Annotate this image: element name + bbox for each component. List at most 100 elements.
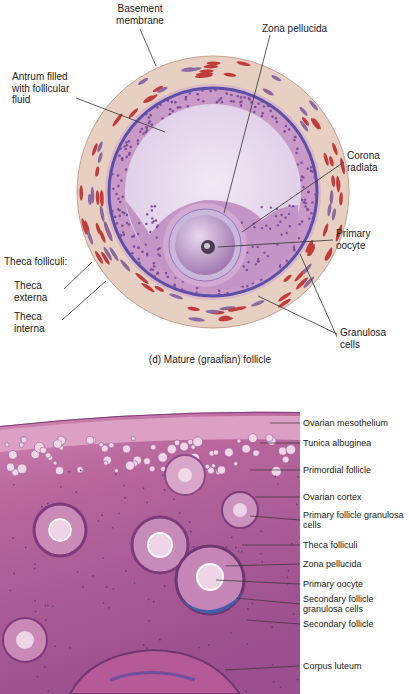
- granulosa-cell: [275, 117, 278, 120]
- theca-cell: [322, 223, 330, 237]
- stroma-cell: [13, 484, 15, 486]
- granulosa-cell: [165, 272, 168, 275]
- cumulus-cell: [151, 209, 153, 211]
- theca-cell: [331, 175, 336, 187]
- granulosa-cell: [118, 154, 121, 157]
- stroma-cell: [164, 489, 166, 491]
- granulosa-cell: [145, 126, 148, 129]
- stroma-cell: [47, 690, 49, 692]
- part-label: Secondary follicle granulosa cells: [303, 594, 407, 615]
- granulosa-cell: [117, 174, 120, 177]
- granulosa-cell: [254, 106, 257, 109]
- theca-cell: [205, 310, 219, 314]
- granulosa-cell: [125, 156, 128, 159]
- granulosa-cell: [300, 162, 303, 165]
- stroma-cell: [98, 520, 100, 522]
- primordial-follicle: [122, 445, 130, 453]
- granulosa-cell: [298, 237, 301, 240]
- cumulus-cell: [145, 223, 147, 225]
- cumulus-cell: [267, 255, 269, 257]
- theca-cell: [102, 246, 113, 261]
- stroma-cell: [77, 571, 79, 573]
- granulosa-cell: [156, 106, 159, 109]
- theca-cell: [331, 208, 337, 221]
- granulosa-cell: [112, 188, 115, 191]
- theca-cell: [184, 66, 202, 72]
- part-label: Primary follicle granulosa cells: [303, 510, 407, 531]
- primordial-follicle: [167, 445, 176, 454]
- cumulus-cell: [155, 219, 157, 221]
- granulosa-cell: [285, 125, 288, 128]
- stroma-cell: [12, 537, 14, 539]
- stroma-cell: [47, 503, 49, 505]
- theca-cell: [94, 250, 104, 264]
- theca-cell: [308, 99, 319, 111]
- primordial-follicle: [103, 456, 111, 464]
- theca-cell: [236, 60, 251, 67]
- theca-cell: [323, 152, 330, 166]
- cumulus-cell: [151, 217, 153, 219]
- granulosa-cell: [131, 252, 134, 255]
- granulosa-cell: [138, 262, 141, 265]
- theca-cell: [283, 274, 293, 283]
- stroma-cell: [41, 506, 43, 508]
- granulosa-cell: [267, 104, 270, 107]
- cumulus-cell: [292, 205, 294, 207]
- stroma-cell: [37, 676, 39, 678]
- theca-cell: [140, 282, 155, 294]
- granulosa-cell: [218, 99, 221, 102]
- stroma-cell: [164, 585, 166, 587]
- stroma-cell: [75, 491, 77, 493]
- stroma-cell: [260, 553, 262, 555]
- stroma-cell: [143, 644, 145, 646]
- primordial-follicle: [17, 464, 27, 474]
- primordial-follicle: [158, 453, 168, 463]
- cumulus-cell: [277, 224, 279, 226]
- theca-cell: [336, 176, 341, 193]
- primordial-follicle: [253, 450, 259, 456]
- part-label: Basement membrane: [100, 3, 180, 26]
- theca-cell: [142, 94, 154, 104]
- primordial-follicle: [242, 445, 251, 454]
- theca-cell: [323, 247, 333, 262]
- granulosa-cell: [149, 120, 152, 123]
- granulosa-cell: [141, 128, 144, 131]
- granulosa-cell: [214, 89, 217, 92]
- granulosa-cell: [137, 246, 140, 249]
- granulosa-cell: [253, 111, 256, 114]
- stroma-cell: [291, 543, 293, 545]
- granulosa-cell: [120, 234, 123, 237]
- leader-lines: [62, 29, 344, 337]
- stroma-cell: [60, 486, 62, 488]
- granulosa-cell: [139, 131, 142, 134]
- stroma-cell: [231, 537, 233, 539]
- granulosa-cell: [187, 105, 190, 108]
- granulosa-cell: [122, 231, 125, 234]
- granulosa-cell: [263, 105, 266, 108]
- granulosa-cell: [153, 262, 156, 265]
- granulosa-cell: [243, 96, 246, 99]
- primordial-follicle: [213, 450, 218, 455]
- granulosa-cell: [308, 191, 311, 194]
- theca-cell: [98, 229, 107, 244]
- primordial-follicle: [53, 461, 57, 465]
- granulosa-cell: [293, 248, 296, 251]
- granulosa-cell: [122, 196, 125, 199]
- part-label: Theca folliculi:: [4, 256, 84, 268]
- granulosa-cell: [115, 193, 118, 196]
- granulosa-cell: [179, 106, 182, 109]
- granulosa-cell: [202, 100, 205, 103]
- theca-cell: [228, 307, 239, 312]
- stroma-cell: [118, 512, 120, 514]
- stroma-cell: [288, 570, 290, 572]
- primordial-follicle: [266, 434, 273, 441]
- part-label: Theca externa: [14, 280, 64, 303]
- granulosa-cell: [232, 100, 235, 103]
- granulosa-cell: [128, 154, 131, 157]
- granulosa-cell: [125, 141, 128, 144]
- granulosa-cell: [137, 139, 140, 142]
- granulosa-cell: [177, 106, 180, 109]
- granulosa-cell: [119, 215, 122, 218]
- granulosa-cell: [123, 145, 126, 148]
- cumulus-cell: [157, 225, 159, 227]
